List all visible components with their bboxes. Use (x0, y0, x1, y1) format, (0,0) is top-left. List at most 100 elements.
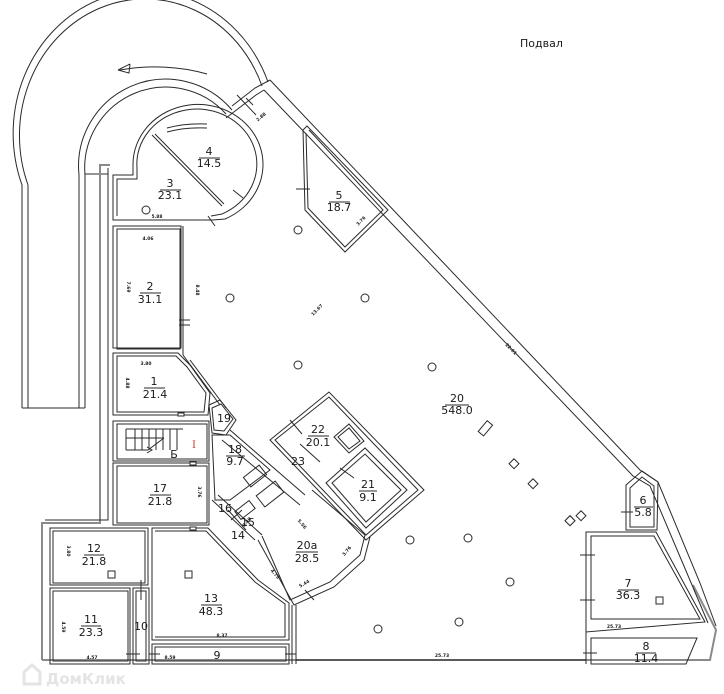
room-7: 25.73 (580, 531, 706, 633)
column-rect-icon (477, 420, 494, 437)
room-21-22 (269, 391, 425, 541)
svg-text:8: 8 (643, 640, 650, 653)
column-icon (427, 362, 437, 372)
room-9: 8.59 (149, 643, 296, 665)
column-icon (293, 225, 303, 235)
svg-text:4: 4 (206, 145, 213, 158)
watermark: ДомКлик (22, 663, 126, 688)
column-icon (293, 360, 303, 370)
svg-text:9.1: 9.1 (359, 491, 377, 504)
column-icon (405, 535, 415, 545)
svg-text:1: 1 (151, 375, 158, 388)
dim-label: 3.76 (341, 545, 353, 557)
svg-text:16: 16 (218, 502, 232, 515)
dim-label: 2.88 (255, 111, 267, 123)
svg-text:9.7: 9.7 (226, 455, 244, 468)
room-labels: 121.4 231.1 323.1 414.5 518.7 65.8 736.3… (79, 145, 659, 665)
room-20: 25.73 13.67 22.61 (225, 225, 587, 664)
house-logo-icon (22, 663, 42, 686)
dim-label: 13.67 (310, 303, 324, 317)
dim-label: 5.88 (151, 214, 162, 220)
dim-label: 3.80 (65, 545, 71, 556)
room-2: 4.06 7.69 8.48 (112, 225, 200, 355)
dim-label: 8.37 (216, 633, 227, 639)
room-label-7: 736.3 (616, 577, 641, 602)
svg-text:ДомКлик: ДомКлик (46, 670, 126, 688)
room-label-6: 65.8 (634, 494, 653, 519)
svg-text:6: 6 (640, 494, 647, 507)
room-label-16: 16 (218, 502, 232, 515)
column-icon (225, 293, 235, 303)
svg-text:2: 2 (147, 280, 154, 293)
column-icon (360, 293, 370, 303)
svg-text:20: 20 (450, 392, 464, 405)
room-11: 4.59 4.57 (49, 587, 131, 665)
dim-label: 4.57 (86, 655, 97, 661)
dim-label: 25.73 (435, 653, 449, 659)
room-label-19: 19 (217, 412, 231, 425)
dim-label: 4.59 (60, 621, 66, 632)
svg-text:48.3: 48.3 (199, 605, 224, 618)
svg-text:22: 22 (311, 423, 325, 436)
column-square-icon (184, 570, 193, 579)
svg-text:12: 12 (87, 542, 101, 555)
dim-label: 8.48 (194, 284, 200, 295)
room-20a: 4.75 5.44 3.76 (257, 489, 371, 606)
dim-label: 3.76 (196, 486, 202, 497)
svg-text:14: 14 (231, 529, 245, 542)
svg-text:10: 10 (134, 620, 148, 633)
svg-text:23.3: 23.3 (79, 626, 104, 639)
ramp (12, 0, 269, 409)
room-label-10: 10 (134, 620, 148, 633)
column-square-icon (655, 596, 664, 605)
floor-title: Подвал (520, 37, 563, 50)
room-label-5: 518.7 (327, 189, 352, 214)
staircase-b: Б I (112, 420, 210, 462)
column-icon (141, 205, 151, 215)
room-label-8: 811.4 (634, 640, 659, 665)
svg-text:18: 18 (228, 443, 242, 456)
svg-text:5: 5 (336, 189, 343, 202)
dim-label: 3.80 (140, 361, 151, 367)
room-17: 3.76 (112, 461, 210, 526)
svg-text:19: 19 (217, 412, 231, 425)
svg-text:36.3: 36.3 (616, 589, 641, 602)
svg-text:15: 15 (241, 516, 255, 529)
svg-text:13: 13 (204, 592, 218, 605)
room-label-15: 15 (241, 516, 255, 529)
dim-label: 4.88 (124, 377, 130, 388)
svg-text:17: 17 (153, 482, 167, 495)
column-icon (373, 624, 383, 634)
svg-text:5.8: 5.8 (634, 506, 652, 519)
column-diamond-icon (575, 510, 587, 522)
room-3-4: 5.88 (112, 103, 264, 227)
svg-text:11.4: 11.4 (634, 652, 659, 665)
dim-label: 22.61 (504, 342, 518, 356)
svg-text:14.5: 14.5 (197, 157, 222, 170)
svg-text:20.1: 20.1 (306, 436, 331, 449)
column-square-icon (107, 570, 116, 579)
dim-label: 7.69 (125, 281, 131, 292)
svg-text:31.1: 31.1 (138, 293, 163, 306)
column-diamond-icon (527, 478, 539, 490)
svg-text:7: 7 (625, 577, 632, 590)
svg-text:21.4: 21.4 (143, 388, 168, 401)
dim-label: 4.06 (142, 236, 153, 242)
room-label-4: 414.5 (197, 145, 222, 170)
column-icon (505, 577, 515, 587)
room-12: 3.80 (49, 527, 149, 586)
dim-label: 5.44 (298, 579, 311, 590)
svg-text:21: 21 (361, 478, 375, 491)
column-icon (454, 617, 464, 627)
room-label-14: 14 (231, 529, 245, 542)
svg-text:9: 9 (214, 649, 221, 662)
room-label-18: 189.7 (226, 443, 245, 468)
room-cluster-center: 3.49 5.56 (208, 399, 308, 541)
column-diamond-icon (508, 458, 520, 470)
